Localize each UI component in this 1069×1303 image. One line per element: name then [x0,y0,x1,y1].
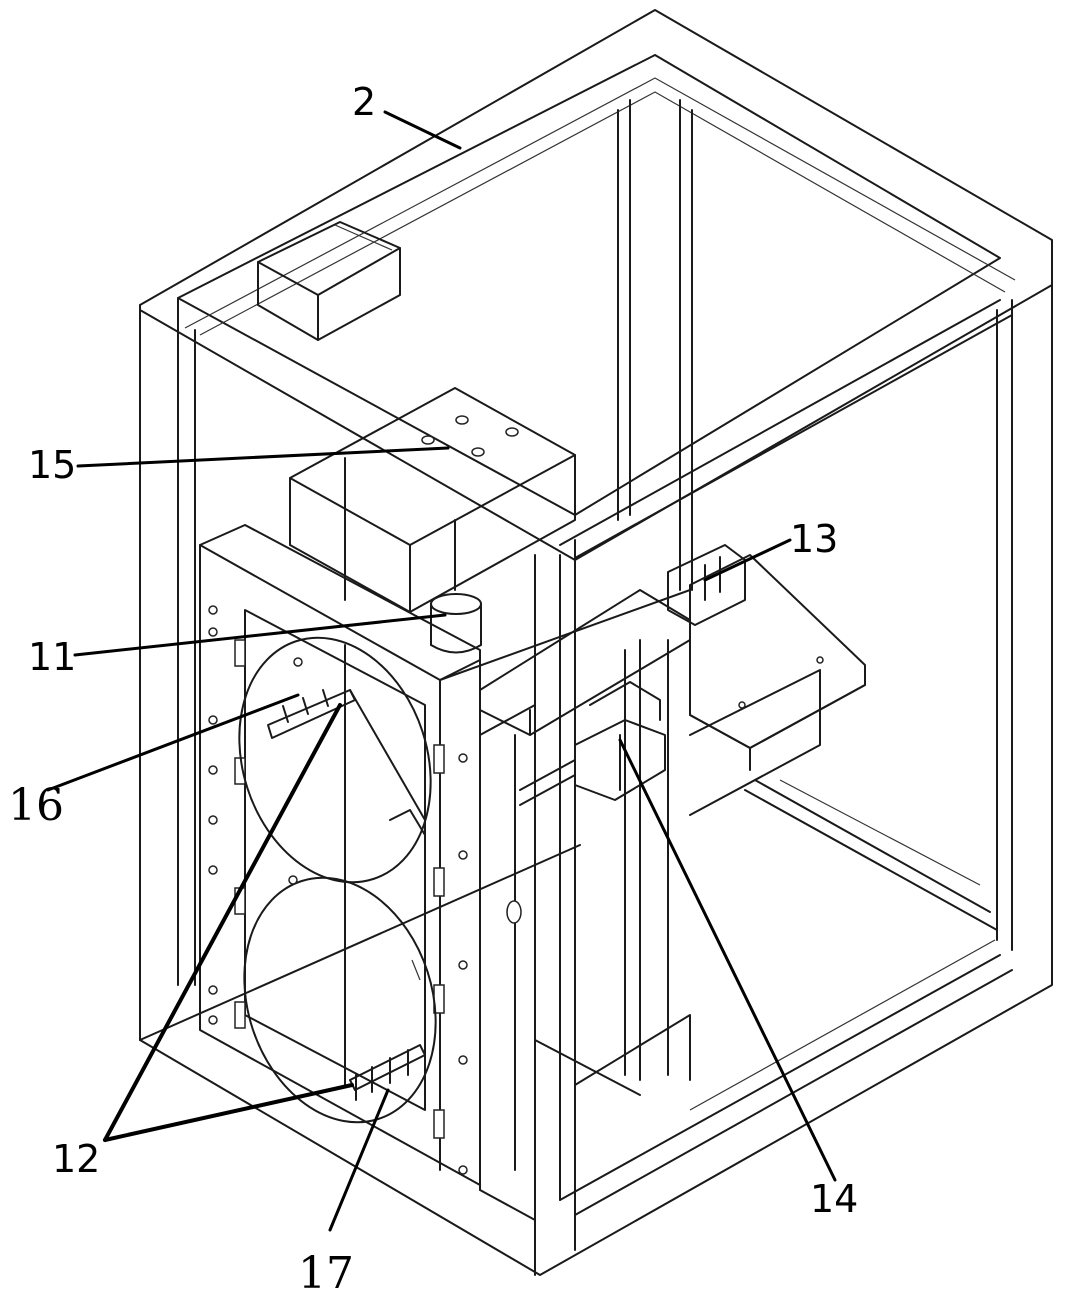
cylinder [430,593,482,654]
leader-16 [46,693,300,792]
outer-frame [139,9,1053,1276]
top-box [289,387,576,613]
inner-housing [199,524,691,1221]
leader-13 [703,538,792,582]
top-tray [257,221,401,341]
leader-17 [328,1088,390,1232]
leader-15 [76,446,450,468]
leader-14 [618,738,837,1182]
label-13: 13 [790,517,838,561]
leader-11 [73,613,447,657]
label-12: 12 [52,1137,100,1181]
carriage [479,589,691,1096]
platform [667,544,866,816]
leader-12a [103,703,342,1142]
label-2: 2 [352,80,376,124]
label-15: 15 [28,443,76,487]
leader-lines [46,110,837,1232]
label-11: 11 [28,635,76,679]
leader-12b [103,1083,354,1142]
label-14: 14 [810,1177,858,1221]
leader-2 [383,110,462,150]
wheel-assembly [238,636,437,1124]
label-16: 16 [8,780,64,831]
label-17: 17 [298,1248,354,1299]
